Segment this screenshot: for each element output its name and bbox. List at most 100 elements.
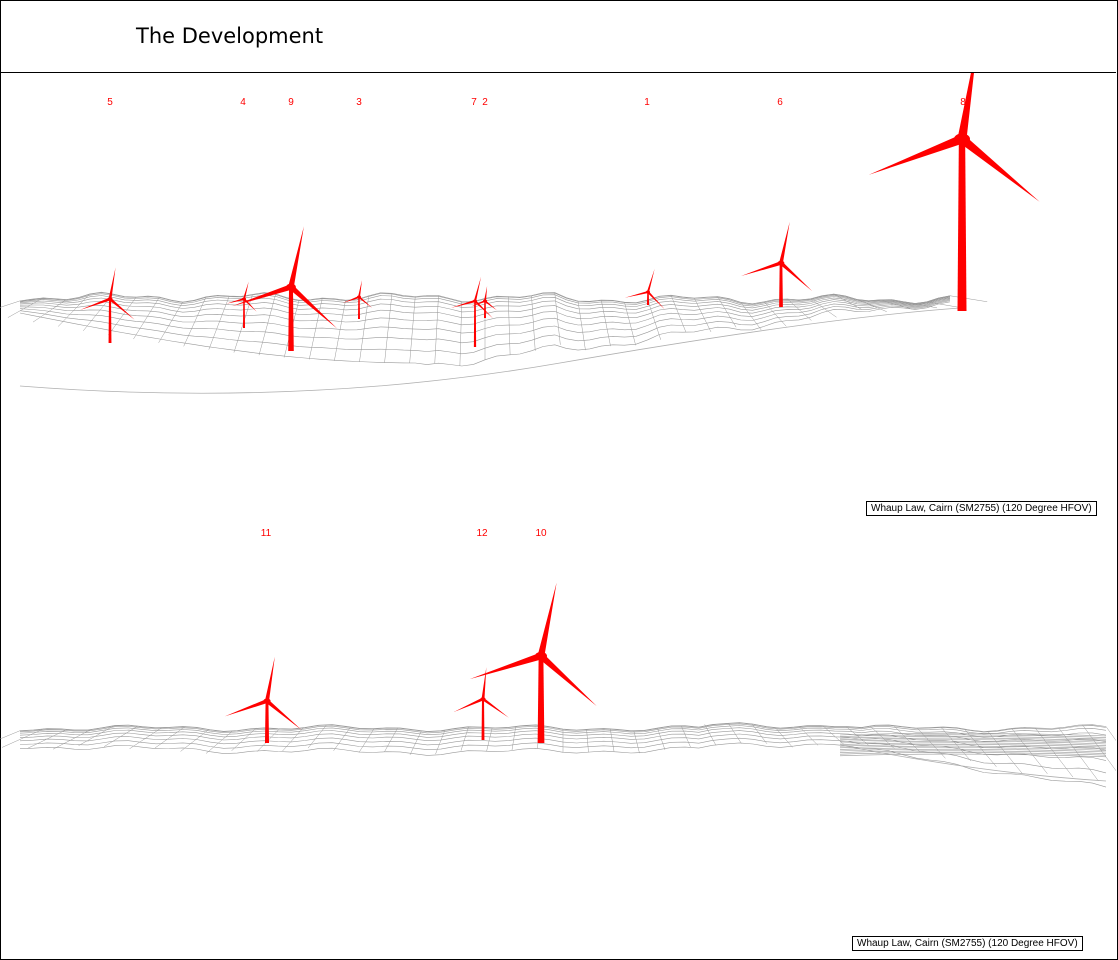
turbine-label-group: 11 12 10 — [261, 528, 547, 539]
turbine-blade — [358, 296, 373, 308]
turbine-blade — [471, 300, 486, 307]
turbine-blade — [474, 300, 493, 319]
wireline-view-1: 5 4 9 3 7 2 1 6 8 — [0, 73, 1040, 394]
terrain-line — [717, 296, 737, 328]
turbine-tower — [264, 701, 270, 743]
turbine-hub — [954, 133, 970, 145]
turbine-blade — [109, 297, 135, 320]
terrain-line — [52, 729, 91, 750]
turbine-label: 1 — [644, 97, 650, 108]
terrain-line — [810, 298, 837, 318]
terrain-line — [435, 730, 446, 755]
terrain-wireframe — [0, 722, 1116, 788]
wind-turbine — [624, 268, 665, 310]
terrain-line — [511, 726, 517, 751]
turbine-blade — [473, 276, 482, 302]
turbine-blade — [224, 699, 268, 717]
terrain-line — [359, 295, 369, 363]
wind-turbine — [868, 73, 1040, 311]
terrain-line — [601, 300, 611, 347]
terrain-line — [133, 296, 160, 340]
turbine-blade — [343, 296, 360, 303]
turbine-blade — [779, 221, 790, 264]
viewpoint-caption: Whaup Law, Cairn (SM2755) (120 Degree HF… — [852, 936, 1083, 951]
terrain-line — [940, 726, 972, 762]
terrain-line — [409, 730, 422, 755]
turbine-blade — [226, 298, 245, 304]
terrain-line — [531, 295, 536, 351]
terrain-wireframe — [0, 291, 988, 394]
terrain-line — [7, 297, 44, 318]
turbine-blade — [741, 261, 782, 276]
terrain-line — [694, 298, 712, 333]
turbine-label: 7 — [471, 97, 477, 108]
terrain-line — [27, 729, 68, 749]
turbine-tower — [473, 301, 477, 347]
terrain-line — [839, 752, 1107, 756]
wind-turbine — [79, 267, 135, 343]
terrain-line — [183, 296, 207, 347]
turbine-tower — [646, 292, 650, 305]
terrain-line — [657, 727, 666, 750]
turbine-label: 11 — [261, 528, 272, 539]
terrain-line — [787, 298, 812, 321]
terrain-line — [704, 724, 717, 746]
turbine-tower — [243, 299, 245, 328]
turbine-tower — [108, 299, 112, 343]
turbine-blade — [537, 582, 557, 657]
terrain-line — [798, 726, 819, 746]
terrain-line — [949, 295, 988, 303]
turbine-tower — [288, 287, 294, 351]
terrain-line — [282, 727, 304, 752]
terrain-line — [508, 296, 511, 355]
terrain-line — [751, 723, 768, 744]
turbine-tower — [537, 656, 545, 743]
wind-turbine — [741, 221, 813, 307]
turbine-hub — [483, 299, 487, 303]
terrain-line — [647, 299, 662, 340]
terrain-line — [926, 301, 963, 309]
wind-turbine — [453, 667, 509, 740]
terrain-line — [1105, 726, 1116, 741]
terrain-line — [0, 730, 21, 740]
terrain-line — [205, 730, 233, 754]
terrain-line — [103, 725, 139, 747]
terrain-line — [987, 731, 1023, 774]
terrain-line — [624, 302, 636, 346]
terrain-line — [728, 723, 742, 744]
turbine-blade — [868, 134, 964, 175]
turbine-blade — [289, 284, 338, 329]
terrain-line — [856, 299, 887, 312]
turbine-blade — [469, 652, 543, 680]
terrain-line — [409, 296, 416, 364]
turbine-blade — [232, 284, 292, 307]
turbine-blade — [957, 73, 974, 140]
terrain-line — [839, 740, 1107, 745]
terrain-line — [680, 725, 691, 748]
wireline-view-panel-1: 5 4 9 3 7 2 1 6 8 Whaup Law, Cairn (SM27… — [0, 73, 1116, 523]
terrain-line — [839, 739, 1107, 743]
turbine-label: 8 — [960, 97, 966, 108]
terrain-line — [839, 748, 1107, 753]
terrain-line — [839, 744, 1107, 748]
wind-turbine — [232, 226, 338, 351]
turbine-blade — [79, 297, 111, 310]
terrain-line — [78, 725, 115, 746]
terrain-line — [763, 301, 787, 327]
turbine-blade — [646, 268, 655, 293]
horizon-line — [19, 307, 961, 394]
terrain-line — [880, 299, 912, 310]
turbine-group — [224, 582, 597, 743]
turbine-tower — [358, 297, 360, 319]
terrain-line — [0, 300, 21, 308]
turbine-hub — [535, 651, 547, 661]
turbine-blade — [482, 697, 509, 718]
terrain-line — [333, 726, 351, 751]
turbine-label: 10 — [535, 528, 547, 539]
terrain-line — [460, 726, 469, 751]
turbine-blade — [265, 699, 302, 730]
turbine-label: 4 — [240, 97, 246, 108]
wind-turbine — [224, 656, 302, 743]
turbine-tower — [779, 263, 783, 307]
terrain-line — [57, 293, 90, 327]
